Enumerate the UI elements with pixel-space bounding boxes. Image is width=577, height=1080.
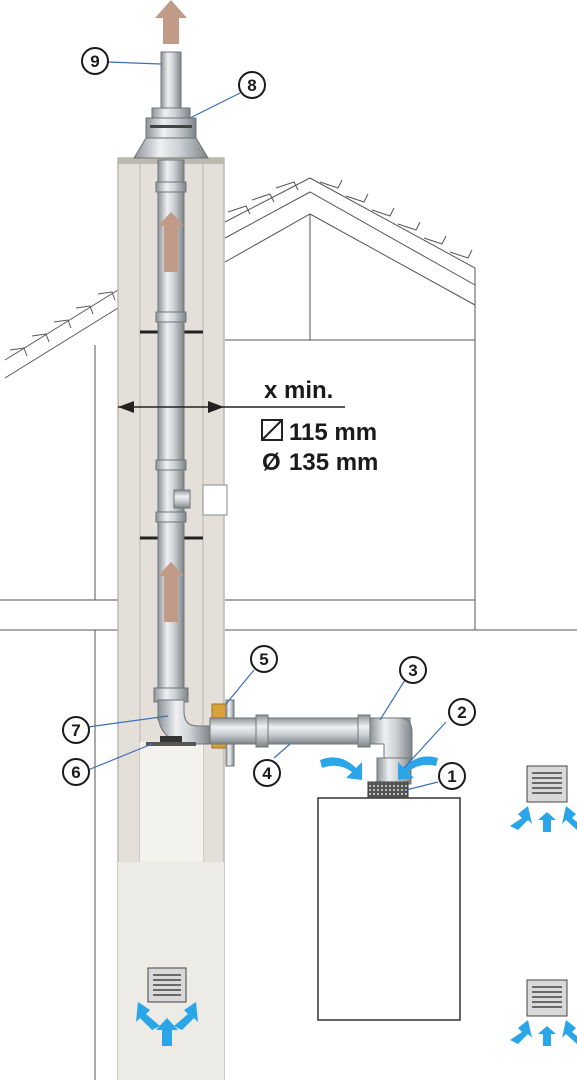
dimension-x-min: x min. 115 mm Ø 135 mm bbox=[118, 377, 378, 476]
vertical-flue-pipe bbox=[153, 51, 191, 721]
square-section-value: 115 mm bbox=[289, 419, 377, 446]
vent-grille-icon bbox=[136, 765, 577, 1046]
round-section-value: 135 mm bbox=[289, 449, 378, 476]
callout-3: 3 bbox=[399, 656, 427, 684]
callout-9: 9 bbox=[81, 47, 109, 75]
building-outline bbox=[0, 177, 577, 1080]
top-terminal-cowl bbox=[133, 107, 209, 159]
callout-2: 2 bbox=[448, 698, 476, 726]
svg-text:4: 4 bbox=[262, 764, 272, 783]
svg-text:1: 1 bbox=[447, 767, 456, 786]
svg-text:9: 9 bbox=[90, 52, 99, 71]
horizontal-connector-pipe bbox=[209, 714, 413, 799]
air-intake-arrow-icon bbox=[320, 756, 438, 780]
callout-leaders bbox=[87, 61, 447, 791]
callout-7: 7 bbox=[62, 716, 90, 744]
callout-6: 6 bbox=[62, 758, 90, 786]
svg-text:6: 6 bbox=[71, 763, 80, 782]
svg-text:2: 2 bbox=[457, 703, 466, 722]
dimension-title: x min. bbox=[264, 377, 333, 404]
boiler-unit bbox=[317, 797, 461, 1021]
svg-text:8: 8 bbox=[247, 76, 256, 95]
svg-text:5: 5 bbox=[259, 650, 268, 669]
flue-gas-arrow-icon bbox=[155, 0, 187, 622]
svg-text:7: 7 bbox=[71, 721, 80, 740]
callout-4: 4 bbox=[253, 759, 281, 787]
callout-8: 8 bbox=[238, 71, 266, 99]
round-section-symbol: Ø bbox=[262, 449, 281, 476]
square-section-icon bbox=[261, 419, 283, 441]
svg-text:3: 3 bbox=[408, 661, 417, 680]
callout-5: 5 bbox=[250, 645, 278, 673]
callout-1: 1 bbox=[438, 762, 466, 790]
